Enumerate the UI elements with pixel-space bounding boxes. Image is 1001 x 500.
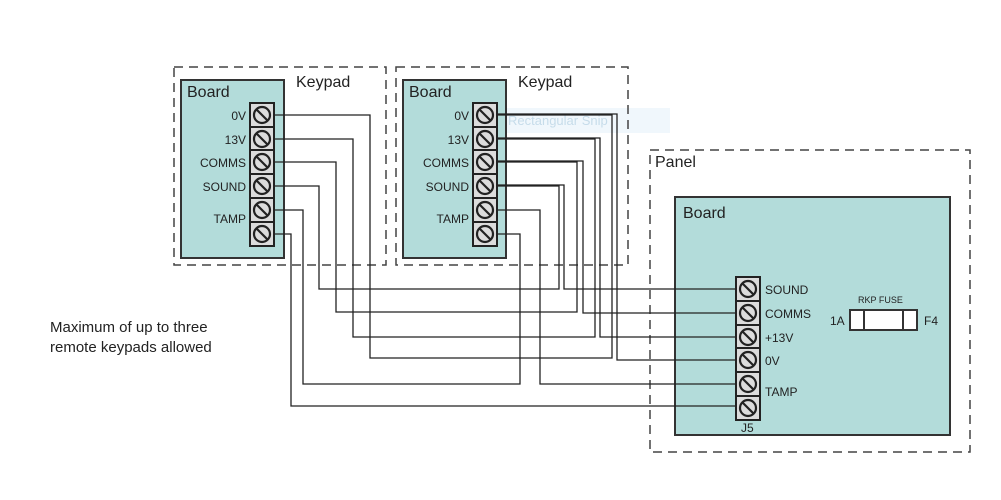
panel-title: Panel: [655, 154, 696, 171]
note-line-2: remote keypads allowed: [50, 339, 212, 356]
keypad-2-terminal-label: COMMS: [423, 156, 469, 170]
screw-icon: [475, 105, 495, 125]
screw-icon: [252, 105, 272, 125]
keypad-1-enclosure: [173, 66, 387, 266]
panel-enclosure: [649, 149, 971, 453]
fuse-rating: 1A: [830, 314, 845, 328]
note-line-1: Maximum of up to three: [50, 319, 208, 336]
screw-icon: [252, 152, 272, 172]
screw-icon: [252, 224, 272, 244]
wire-tamp-k1-panel: [274, 233, 736, 407]
fuse-label: RKP FUSE: [858, 295, 903, 305]
keypad-1-terminal-label: SOUND: [203, 180, 247, 194]
wire-sound-k1-k2: [274, 185, 560, 290]
keypad-2-board-label: Board: [409, 84, 452, 101]
panel: Panel Board SOUND COMMS +13V 0V TAMP J5 RKP …: [649, 149, 971, 453]
keypad-2-title: Keypad: [518, 74, 572, 91]
keypad-1-terminal-label: 13V: [225, 133, 246, 147]
wire-0v-k1-k2: [274, 114, 613, 359]
wire-comms-k2-panel: [497, 160, 736, 314]
screw-icon: [738, 327, 758, 347]
panel-board-label: Board: [683, 205, 726, 222]
screw-icon: [475, 224, 495, 244]
keypad-2-enclosure: [395, 66, 629, 266]
screw-icon: [252, 176, 272, 196]
wire-13v-k1-k2: [274, 138, 596, 338]
keypad-1-terminal-label: COMMS: [200, 156, 246, 170]
rkp-fuse: RKP FUSE 1A F4: [830, 295, 938, 331]
fuse-ref: F4: [924, 314, 938, 328]
keypad-1-terminal-label: 0V: [231, 109, 246, 123]
screw-icon: [738, 279, 758, 299]
keypad-1-terminal-label: TAMP: [214, 212, 246, 226]
keypad-2-terminal-label: 0V: [454, 109, 469, 123]
keypad-1: Keypad Board 0V 13V COMMS SOUND TAMP: [173, 66, 387, 266]
snip-overlay-text: Rectangular Snip: [508, 113, 608, 128]
panel-terminal-block-j5: SOUND COMMS +13V 0V TAMP: [735, 276, 811, 421]
panel-terminal-label: TAMP: [765, 385, 797, 399]
wire-sound-k2-panel: [497, 184, 736, 290]
wire-tamp-k2-panel: [497, 209, 736, 385]
screw-icon: [252, 129, 272, 149]
wire-0v-k2-panel: [497, 113, 736, 361]
keypad-1-board-label: Board: [187, 84, 230, 101]
keypad-1-terminal-block: 0V 13V COMMS SOUND TAMP: [200, 102, 275, 247]
wiring: [274, 113, 736, 407]
screw-icon: [738, 303, 758, 323]
screw-icon: [475, 152, 495, 172]
wire-comms-k1-k2: [274, 161, 578, 313]
screw-icon: [738, 374, 758, 394]
panel-terminal-label: 0V: [765, 354, 780, 368]
snip-overlay: [505, 108, 670, 133]
screw-icon: [475, 129, 495, 149]
keypad-1-title: Keypad: [296, 74, 350, 91]
panel-terminal-label: +13V: [765, 331, 793, 345]
wire-tamp-k1-k2: [274, 209, 521, 385]
keypad-2-terminal-label: SOUND: [426, 180, 470, 194]
fuse-body: [849, 309, 918, 331]
keypad-2-terminal-label: TAMP: [437, 212, 469, 226]
connector-label: J5: [741, 421, 754, 435]
panel-terminal-label: COMMS: [765, 307, 811, 321]
screw-icon: [475, 176, 495, 196]
wire-13v-k2-panel: [497, 137, 736, 338]
keypad-2-terminal-label: 13V: [448, 133, 469, 147]
panel-terminal-label: SOUND: [765, 283, 809, 297]
screw-icon: [252, 200, 272, 220]
keypad-2: Keypad Board 0V 13V COMMS SOUND TAMP: [395, 66, 629, 266]
screw-icon: [475, 200, 495, 220]
screw-icon: [738, 398, 758, 418]
screw-icon: [738, 350, 758, 370]
